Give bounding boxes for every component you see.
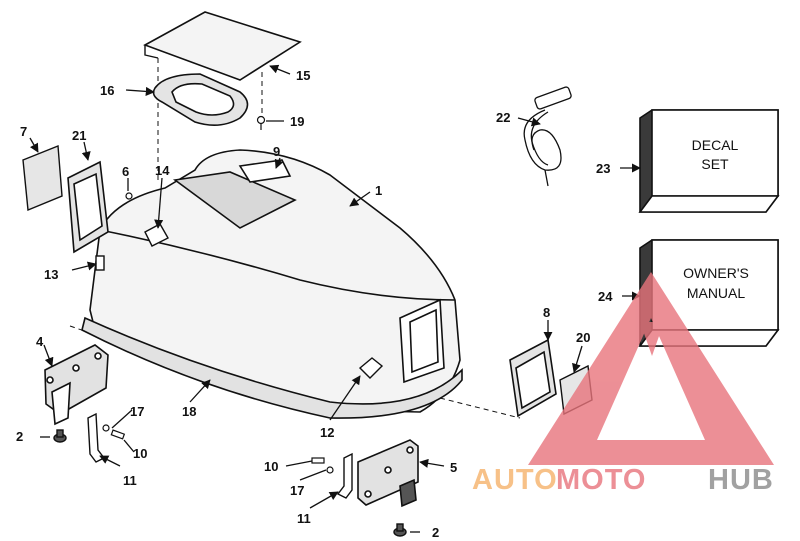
- callout-9: 9: [273, 144, 280, 159]
- clip-11-right: [336, 452, 353, 499]
- decal-box-line1: DECAL: [692, 137, 739, 153]
- callout-2-right: 2: [432, 525, 439, 540]
- washer-17-left: [102, 424, 110, 432]
- leader-lines: [29, 64, 641, 533]
- callout-11-right: 11: [297, 511, 311, 526]
- callout-17-left: 17: [130, 404, 144, 419]
- screw-6: [125, 192, 133, 200]
- watermark-logo: AUTO MOTO HUB: [472, 272, 774, 496]
- callout-8: 8: [543, 305, 550, 320]
- callout-4: 4: [36, 334, 44, 349]
- callout-7: 7: [20, 124, 27, 139]
- manual-box-line1: OWNER'S: [683, 265, 749, 281]
- callout-11-left: 11: [123, 473, 137, 488]
- watermark-auto: AUTO: [472, 464, 558, 496]
- callout-17-right: 17: [290, 483, 304, 498]
- callout-6: 6: [122, 164, 129, 179]
- screw-10-left: [110, 429, 126, 440]
- callout-10-right: 10: [264, 459, 278, 474]
- callout-numbers: 1 2 2 4 5 6 7 8 9 10 10 11 11 12 13 14 1…: [16, 68, 613, 540]
- callout-23: 23: [596, 161, 610, 176]
- cover-clip-13: [95, 255, 105, 271]
- callout-10-left: 10: [133, 446, 147, 461]
- watermark-moto: MOTO: [556, 464, 646, 496]
- bushing-2-right: [393, 523, 407, 537]
- callout-14: 14: [155, 163, 170, 178]
- screw-10-right: [311, 457, 325, 464]
- bracket-4: [44, 344, 109, 426]
- callout-13: 13: [44, 267, 58, 282]
- cover-latch-12: [358, 357, 384, 379]
- manual-box-line2: MANUAL: [687, 285, 746, 301]
- screw-19: [256, 115, 266, 130]
- gasket-21: [67, 160, 109, 254]
- plate-7: [22, 144, 63, 212]
- callout-19: 19: [290, 114, 304, 129]
- gasket-8: [509, 338, 557, 418]
- callout-1: 1: [375, 183, 382, 198]
- watermark-hub: HUB: [708, 464, 774, 496]
- top-lid-edge: [144, 45, 159, 59]
- callout-18: 18: [182, 404, 196, 419]
- bracket-5: [357, 439, 419, 508]
- callout-2-left: 2: [16, 429, 23, 444]
- decal-box-line2: SET: [701, 156, 729, 172]
- callout-12: 12: [320, 425, 334, 440]
- decal-set-box: [638, 109, 780, 213]
- callout-5: 5: [450, 460, 457, 475]
- clip-11-left: [87, 412, 106, 463]
- callout-21: 21: [72, 128, 86, 143]
- callout-22: 22: [496, 110, 510, 125]
- top-lid: [143, 11, 302, 81]
- seal-ring: [152, 73, 249, 126]
- callout-16: 16: [100, 83, 114, 98]
- engine-cover: [81, 149, 463, 419]
- washer-17-right: [326, 466, 334, 474]
- cable-22: [523, 86, 572, 187]
- callout-15: 15: [296, 68, 310, 83]
- callout-20: 20: [576, 330, 590, 345]
- callout-24: 24: [598, 289, 613, 304]
- bushing-2-left: [53, 429, 67, 443]
